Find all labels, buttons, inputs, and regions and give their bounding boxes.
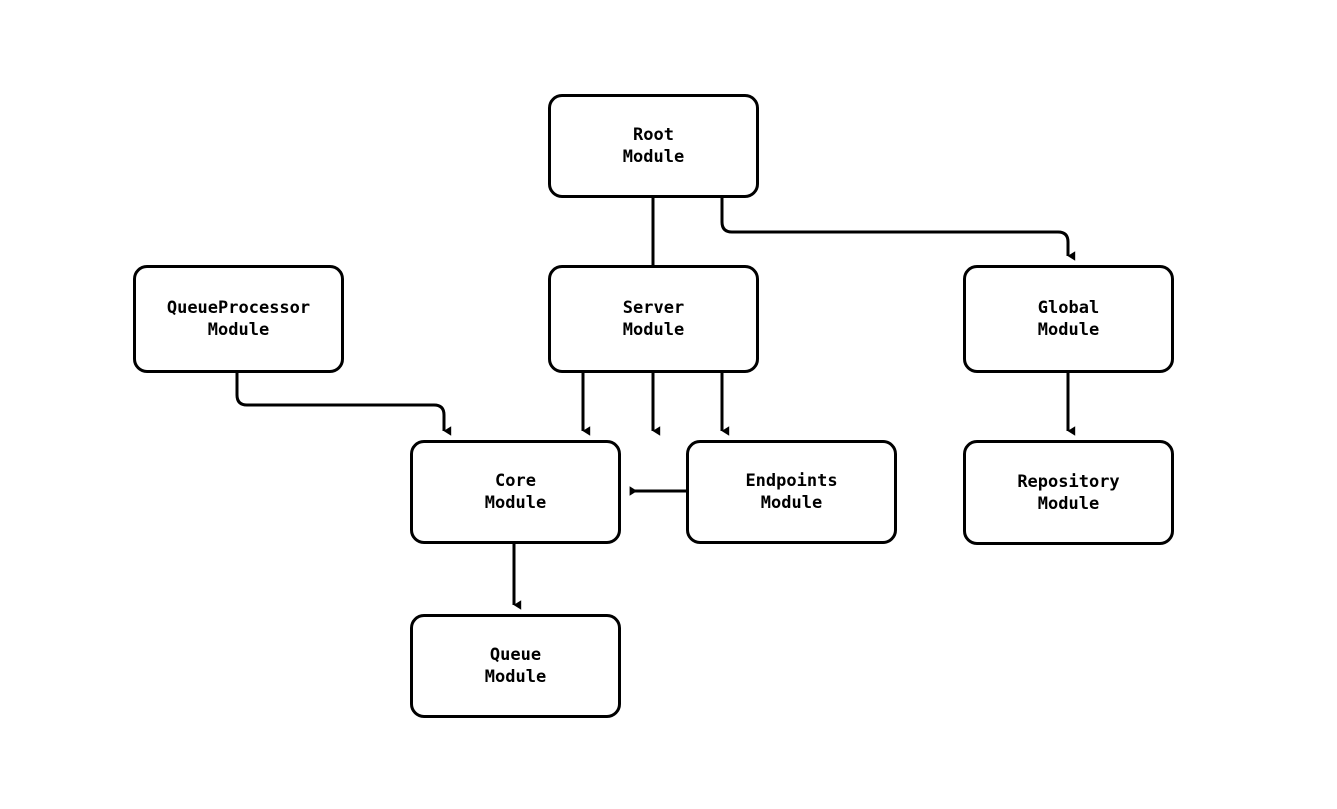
edge-queueprocessor-to-core: [235, 373, 452, 436]
node-server-label: Server Module: [622, 298, 685, 340]
node-repository-label: Repository Module: [1017, 471, 1120, 514]
node-queueprocessor[interactable]: QueueProcessor Module: [133, 265, 344, 373]
node-global-label: Global Module: [1037, 298, 1100, 340]
node-queue-label: Queue Module: [484, 645, 547, 687]
node-core[interactable]: Core Module: [410, 440, 621, 544]
node-global[interactable]: Global Module: [963, 265, 1174, 373]
node-endpoints-label: Endpoints Module: [745, 471, 838, 513]
node-root[interactable]: Root Module: [548, 94, 759, 198]
node-server[interactable]: Server Module: [548, 265, 759, 373]
node-root-label: Root Module: [622, 125, 685, 167]
node-endpoints[interactable]: Endpoints Module: [686, 440, 897, 544]
node-repository[interactable]: Repository Module: [963, 440, 1174, 545]
node-queue[interactable]: Queue Module: [410, 614, 621, 718]
node-core-label: Core Module: [484, 471, 547, 513]
edge-root-to-global: [720, 198, 1076, 261]
node-queueprocessor-label: QueueProcessor Module: [166, 298, 311, 340]
